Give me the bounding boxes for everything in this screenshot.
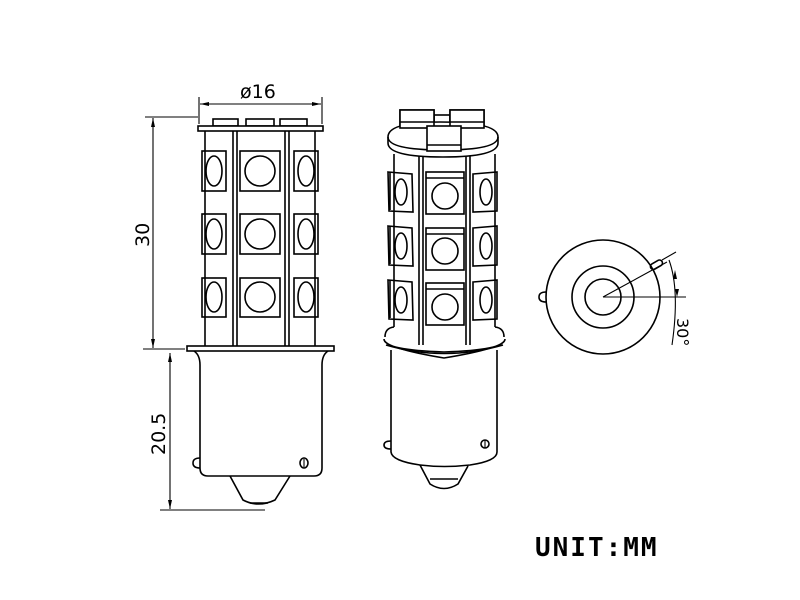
- diameter-label: ø16: [240, 81, 276, 103]
- height-20-5-dimension: 20.5: [148, 353, 265, 511]
- led-row-3: [201, 277, 319, 318]
- side-led-row-3: [387, 279, 498, 326]
- side-led-row-2: [387, 225, 498, 271]
- front-view: ø16: [132, 81, 335, 511]
- bottom-view: 30°: [538, 239, 692, 355]
- height-30-label: 30: [132, 223, 154, 247]
- led-row-2: [201, 213, 319, 255]
- height-30-dimension: 30: [132, 116, 198, 350]
- diameter-dimension: ø16: [198, 81, 323, 124]
- height-20-5-label: 20.5: [148, 413, 170, 455]
- side-view: [383, 109, 506, 490]
- unit-label: UNIT:MM: [535, 533, 659, 563]
- angle-label: 30°: [673, 318, 692, 346]
- led-row-1: [201, 150, 319, 192]
- side-led-row-1: [387, 171, 498, 215]
